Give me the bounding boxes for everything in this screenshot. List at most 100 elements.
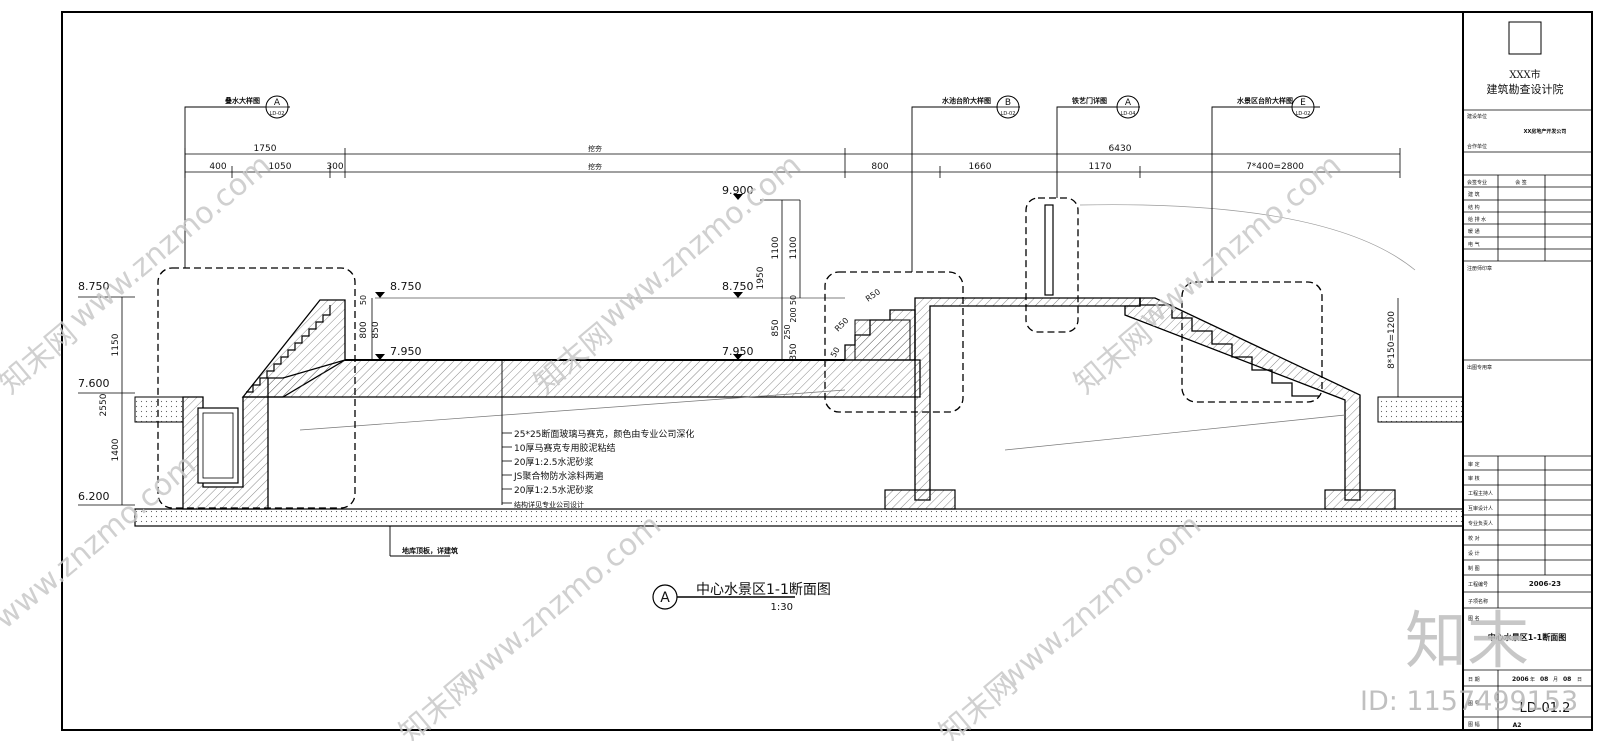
role-discipline-lead: 专业负责人 (1468, 520, 1493, 527)
sub-project-label: 子项名称 (1468, 598, 1488, 605)
stamp-label: 出图专用章 (1467, 364, 1492, 371)
radius-50: 50 (829, 346, 842, 359)
ref-line-1 (299, 389, 846, 431)
callout-mark-top-stairs: E (1300, 98, 1306, 108)
title-block: XXX市 建筑勘查设计院 (1463, 21, 1592, 730)
org-line-2: 建筑勘查设计院 (1487, 82, 1564, 96)
dim-left-2550: 2550 (99, 393, 109, 416)
dim-texts-top: 1750 挖夯 6430 400 1050 300 挖夯 800 1660 11… (209, 144, 1304, 172)
callout-label-stairs: 水景区台阶大样图 (1237, 96, 1293, 105)
dim-ticks-top (184, 148, 1401, 178)
overflow-channel-trough (197, 407, 239, 484)
discipline-sign: 会 签 (1515, 179, 1527, 186)
date-label: 日 期 (1468, 677, 1480, 683)
watermark-site-4: www.znzmo.com (0, 448, 203, 637)
dim-1050: 1050 (269, 162, 292, 172)
pool-step-block (854, 319, 911, 361)
callout-box-pool-steps (824, 271, 964, 413)
callout-mark-top-cascade: A (274, 98, 281, 108)
radius-r50-1: R50 (864, 287, 882, 303)
callout-box-cascade (157, 267, 356, 509)
dim-texts-vertical: 1150 2550 1400 1100 1950 850 350 50 800 … (99, 236, 1397, 461)
date-month-unit: 月 (1553, 677, 1558, 683)
date-year: 2006 (1512, 676, 1529, 683)
org-line-1: XXX市 (1509, 68, 1540, 81)
dim-fill-1: 挖夯 (588, 144, 602, 153)
footing-right (1324, 489, 1396, 510)
dim-7x400: 7*400=2800 (1246, 162, 1304, 172)
date-day: 08 (1563, 676, 1571, 683)
soil-left (134, 396, 184, 423)
material-notes: 25*25断面玻璃马赛克，颜色由专业公司深化 10厚马赛克专用胶泥粘结 20厚1… (402, 428, 694, 555)
dim-pool-50: 50 (359, 295, 368, 305)
leader-pool-steps (911, 106, 1020, 272)
watermark-id: ID: 1157499153 (1360, 686, 1578, 717)
sheet-size: A2 (1513, 722, 1522, 729)
logo-box (1508, 21, 1542, 55)
callout-box-gate (1025, 197, 1079, 333)
discipline-plumbing: 给 排 水 (1468, 216, 1486, 223)
role-checker: 校 对 (1468, 535, 1480, 542)
discipline-hvac: 暖 通 (1468, 228, 1480, 235)
callout-mark-top-pool-steps: B (1005, 98, 1011, 108)
section-drawing (78, 106, 1464, 610)
drawing-title-group: A 中心水景区1-1断面图 1:30 (660, 582, 831, 613)
ref-curve (1079, 204, 1416, 271)
note-line-3: 20厚1:2.5水泥砂浆 (514, 456, 594, 468)
dim-1750: 1750 (254, 144, 277, 154)
date-day-unit: 日 (1577, 677, 1582, 683)
leader-cascade (184, 106, 290, 268)
dim-left-1150: 1150 (111, 333, 121, 356)
dim-pool-800: 800 (359, 321, 369, 338)
dim-mid-b-1100: 1100 (789, 236, 799, 259)
overflow-channel-inner (202, 412, 234, 479)
discipline-structure: 结 构 (1468, 204, 1480, 211)
sheet-border (61, 11, 1593, 731)
stair-treads (1139, 298, 1320, 397)
dim-mid-b-250: 250 (783, 324, 792, 339)
dim-6430: 6430 (1109, 144, 1132, 154)
drawing-name: 中心水景区1-1断面图 (1488, 632, 1566, 642)
ref-line-2 (1004, 414, 1346, 451)
watermark-site-6: www.znzmo.com (993, 508, 1208, 697)
note-line-2: 10厚马赛克专用胶泥粘结 (514, 442, 615, 454)
leader-stairs (1211, 106, 1320, 282)
role-drafter: 制 图 (1468, 565, 1480, 572)
cascade-steps (246, 305, 331, 393)
dim-1170: 1170 (1089, 162, 1112, 172)
level-7600: 7.600 (78, 377, 110, 390)
level-9900: 9.900 (722, 184, 754, 197)
title-mark-letter: A (660, 590, 670, 606)
callout-label-gate: 铁艺门详图 (1072, 96, 1107, 105)
drawing-title: 中心水景区1-1断面图 (696, 582, 831, 598)
dim-400: 400 (209, 162, 226, 172)
watermark-site-3: www.znzmo.com (1133, 148, 1348, 337)
note-line-4: JS聚合物防水涂料两遍 (513, 470, 603, 482)
basement-roof-slab (134, 508, 1464, 527)
callout-mark-bottom-gate: LD-04 (1121, 111, 1136, 117)
dim-right-stairs: 8*150=1200 (1387, 311, 1397, 369)
radius-r50-2: R50 (833, 316, 851, 334)
dim-mid-850: 850 (771, 319, 781, 336)
callout-mark-bottom-stairs: LD-02 (1296, 111, 1311, 117)
callout-label-pool-steps: 水池台阶大样图 (942, 96, 991, 105)
role-project-lead: 工程主持人 (1468, 490, 1493, 497)
central-deck (914, 297, 1141, 501)
dim-1660: 1660 (969, 162, 992, 172)
discipline-head: 会签专业 (1467, 179, 1487, 186)
role-cross-check: 互审设计人 (1468, 505, 1493, 512)
project-no-label: 工程编号 (1468, 581, 1488, 588)
dim-mid-1100: 1100 (771, 236, 781, 259)
note-line-6: 结构详见专业公司设计 (514, 500, 584, 509)
dim-pool-850: 850 (371, 321, 381, 338)
role-designer: 设 计 (1468, 550, 1480, 557)
level-marks: 8.750 7.600 6.200 8.750 7.950 9.900 8.75… (78, 184, 754, 503)
watermark-site-1: www.znzmo.com (63, 148, 278, 337)
sheet-no: LD-01.2 (1520, 701, 1571, 716)
stair-slab (1124, 297, 1361, 501)
dim-mid-b-200: 200 (789, 307, 798, 322)
callout-box-stairs (1181, 281, 1323, 403)
drawing-scale: 1:30 (771, 602, 793, 613)
callout-label-cascade: 叠水大样图 (225, 96, 260, 105)
